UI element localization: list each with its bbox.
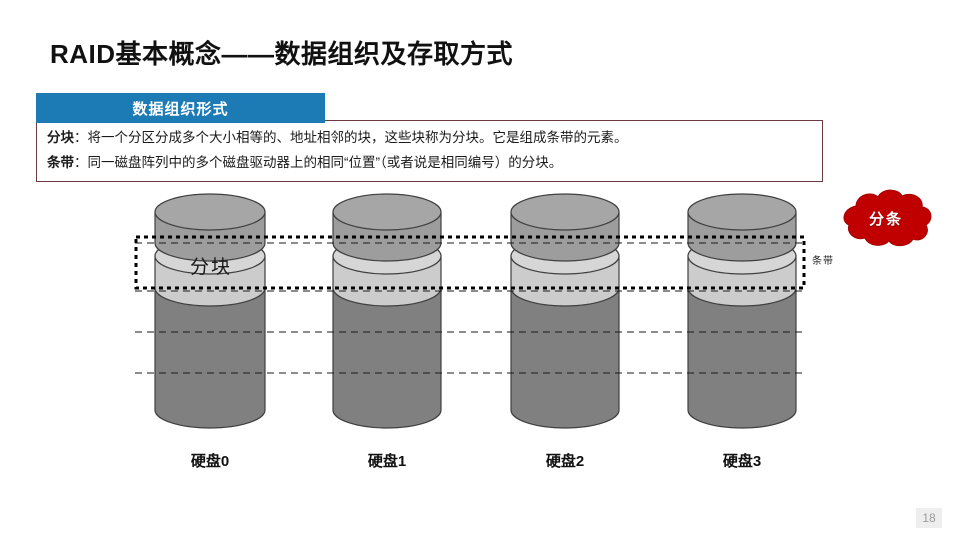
definition-box: 分块：将一个分区分成多个大小相等的、地址相邻的块，这些块称为分块。它是组成条带的… — [36, 120, 823, 182]
cylinder-body-0 — [154, 287, 266, 429]
disk-label-3: 硬盘3 — [722, 453, 762, 470]
cylinder-block-top-ellipse-3 — [687, 237, 797, 275]
stripe-cloud-label: 分条 — [868, 211, 903, 228]
cylinder-top-ellipse-1 — [332, 193, 442, 231]
disk-label-2: 硬盘2 — [545, 453, 585, 470]
cylinder-top-ellipse-2 — [510, 193, 620, 231]
disk-label-1: 硬盘1 — [367, 453, 407, 470]
cylinder-block-band-3 — [687, 255, 797, 307]
definition-line-stripe: 条带：同一磁盘阵列中的多个磁盘驱动器上的相同“位置”（或者说是相同编号）的分块。 — [47, 150, 822, 175]
page-title: RAID基本概念——数据组织及存取方式 — [50, 39, 514, 69]
page-number: 18 — [916, 508, 942, 528]
cylinder-cap-band-1 — [332, 211, 442, 262]
definition-term-stripe: 条带 — [47, 155, 74, 170]
cylinder-block-top-ellipse-2 — [510, 237, 620, 275]
cylinder-top-ellipse-3 — [687, 193, 797, 231]
definition-text-stripe: ：同一磁盘阵列中的多个磁盘驱动器上的相同“位置”（或者说是相同编号）的分块。 — [74, 155, 563, 170]
definition-line-block: 分块：将一个分区分成多个大小相等的、地址相邻的块，这些块称为分块。它是组成条带的… — [47, 125, 822, 150]
cylinder-block-band-1 — [332, 255, 442, 307]
disk-cylinder-2 — [510, 193, 620, 429]
disk-label-0: 硬盘0 — [190, 453, 230, 470]
cylinder-block-band-2 — [510, 255, 620, 307]
cylinder-body-3 — [687, 287, 797, 429]
definition-text-block: ：将一个分区分成多个大小相等的、地址相邻的块，这些块称为分块。它是组成条带的元素… — [74, 130, 628, 145]
cylinder-top-ellipse-0 — [154, 193, 266, 231]
cylinder-cap-band-2 — [510, 211, 620, 262]
cylinder-block-top-ellipse-1 — [332, 237, 442, 275]
cylinder-body-2 — [510, 287, 620, 429]
section-header-banner: 数据组织形式 — [36, 93, 325, 123]
disk-cylinder-3 — [687, 193, 797, 429]
cylinder-body-1 — [332, 287, 442, 429]
cylinder-cap-band-3 — [687, 211, 797, 262]
stripe-label: 条带 — [812, 256, 834, 267]
definition-term-block: 分块 — [47, 130, 74, 145]
block-label: 分块 — [189, 257, 232, 278]
disk-cylinder-0 — [154, 193, 266, 429]
disk-cylinder-1 — [332, 193, 442, 429]
